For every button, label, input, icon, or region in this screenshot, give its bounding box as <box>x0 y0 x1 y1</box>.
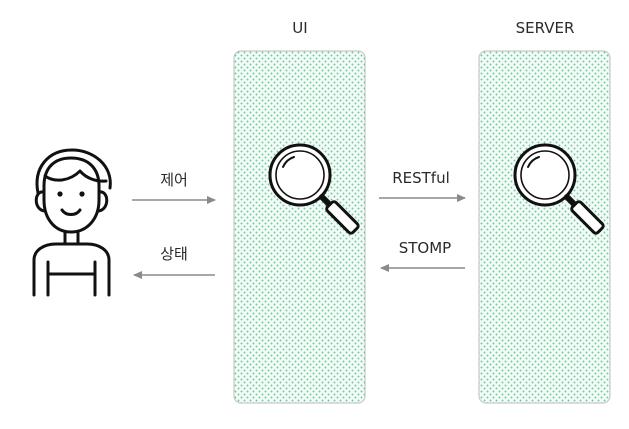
magnifier-icon <box>513 143 605 235</box>
ui-column-label: UI <box>292 19 307 37</box>
edge-label-restful: RESTful <box>392 169 450 187</box>
ui-panel <box>233 50 366 404</box>
edge-label-stomp: STOMP <box>399 239 451 257</box>
server-panel <box>478 50 611 404</box>
edge-label-control: 제어 <box>160 171 188 189</box>
magnifier-icon <box>268 143 360 235</box>
user-icon <box>32 148 112 297</box>
edge-label-status: 상태 <box>160 245 188 263</box>
server-column-label: SERVER <box>516 19 575 37</box>
